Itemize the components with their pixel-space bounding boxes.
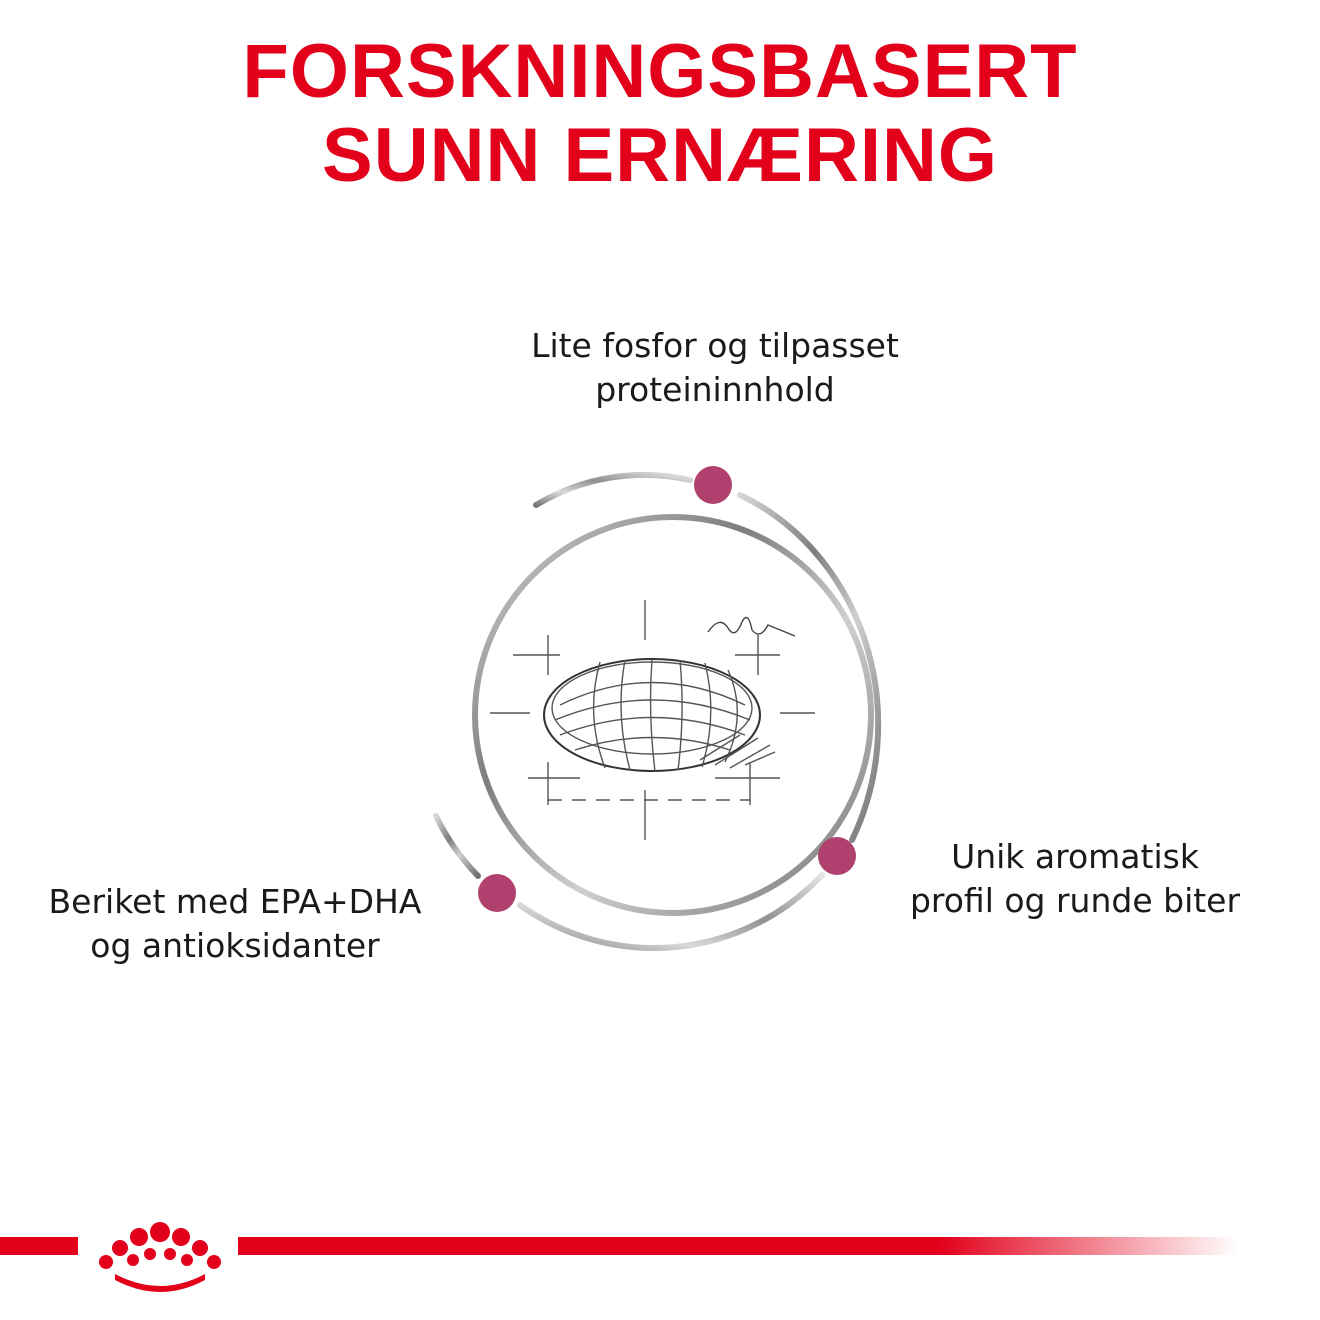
feature-left-line-1: Beriket med EPA+DHA xyxy=(48,882,422,921)
footer-band xyxy=(0,1222,1238,1292)
feature-top: Lite fosfor og tilpasset proteininnhold xyxy=(415,324,1015,412)
title-line-1: FORSKNINGSBASERT xyxy=(242,29,1078,114)
outer-ring-arc-right xyxy=(737,492,882,843)
footer-line-right xyxy=(238,1237,1238,1255)
feature-left-line-2: og antioksidanter xyxy=(90,926,380,965)
dot-right xyxy=(818,837,856,875)
dot-left xyxy=(478,874,516,912)
feature-right-line-2: profil og runde biter xyxy=(909,881,1241,920)
dot-top xyxy=(694,466,732,504)
feature-right-line-1: Unik aromatisk xyxy=(951,837,1199,876)
kibble-sketch-icon xyxy=(490,600,815,840)
feature-top-line-1: Lite fosfor og tilpasset xyxy=(531,326,899,365)
inner-ring xyxy=(472,514,874,916)
feature-left: Beriket med EPA+DHA og antioksidanter xyxy=(25,880,445,968)
feature-right: Unik aromatisk profil og runde biter xyxy=(875,835,1275,923)
page-title: FORSKNINGSBASERT SUNN ERNÆRING xyxy=(0,30,1320,198)
outer-ring-arc-bottom xyxy=(517,872,825,951)
crown-logo-icon xyxy=(99,1222,221,1292)
footer-line-left xyxy=(0,1237,78,1255)
outer-ring-arc-top xyxy=(533,471,693,508)
title-line-2: SUNN ERNÆRING xyxy=(322,113,998,198)
feature-top-line-2: proteininnhold xyxy=(595,370,835,409)
outer-ring-arc-left xyxy=(433,813,481,879)
